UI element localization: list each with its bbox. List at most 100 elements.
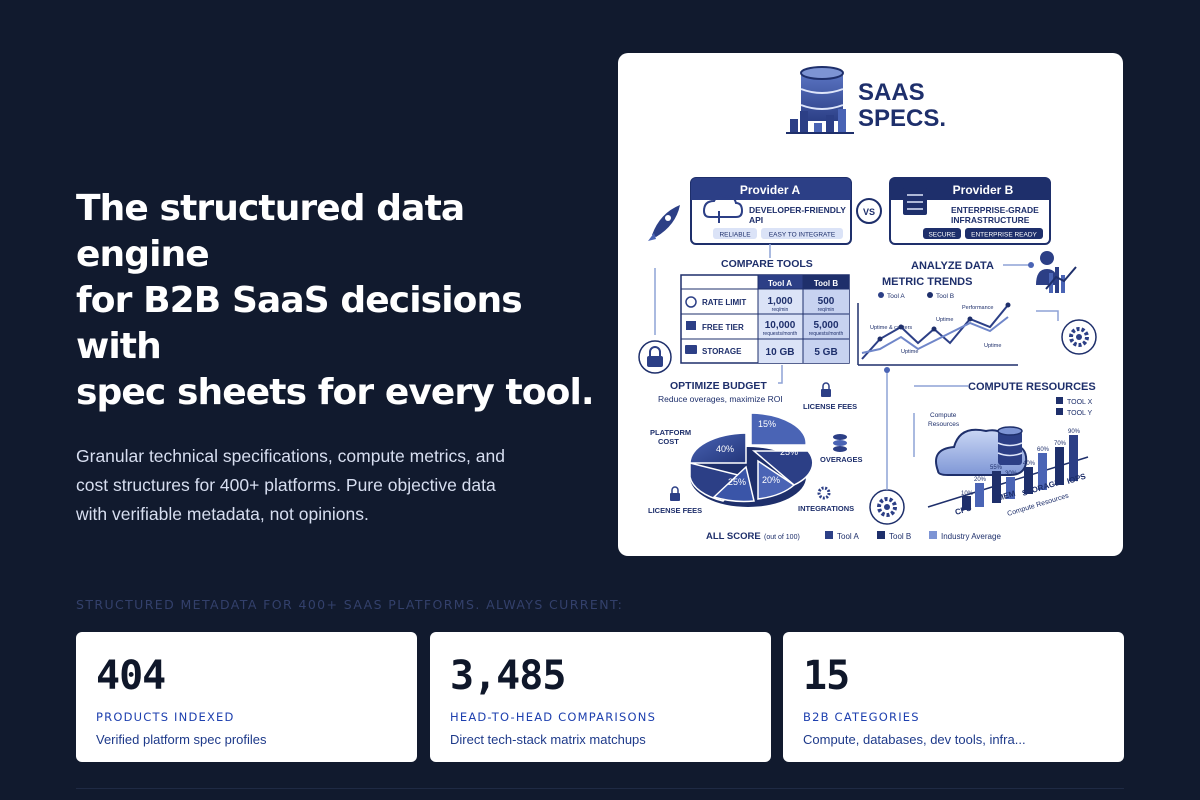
cloud-database-icon	[935, 426, 1028, 476]
provider-b-tag: SECURE	[928, 232, 956, 239]
compare-row-label: STORAGE	[702, 347, 742, 356]
provider-a-tag: EASY TO INTEGRATE	[769, 232, 836, 239]
stat-value: 3,485	[450, 653, 566, 699]
hero-title: The structured data engine for B2B SaaS …	[76, 186, 596, 416]
compute-cloud-label: Resources	[928, 421, 960, 428]
divider	[76, 788, 1124, 789]
provider-a-desc: DEVELOPER-FRIENDLY	[749, 205, 846, 215]
provider-a-card	[690, 177, 852, 245]
stat-card-products: 404 PRODUCTS INDEXED Verified platform s…	[76, 632, 417, 762]
gear-icon	[817, 486, 831, 500]
stat-label: B2B CATEGORIES	[803, 710, 920, 724]
analytics-person-icon	[1036, 251, 1077, 293]
hero-title-line: for B2B SaaS decisions with	[76, 280, 523, 367]
budget-title: OPTIMIZE BUDGET	[670, 380, 767, 392]
storage-icon	[685, 345, 697, 354]
bar-value-label: 10%	[961, 491, 974, 497]
stat-card-categories: 15 B2B CATEGORIES Compute, databases, de…	[783, 632, 1124, 762]
trend-label: Uptime & canters	[870, 325, 912, 331]
hero-title-line: The structured data engine	[76, 188, 465, 275]
provider-a-title: Provider A	[740, 183, 801, 197]
budget-pie-chart	[689, 412, 814, 507]
compare-cell-unit: req/min	[772, 307, 789, 313]
stat-label: HEAD-TO-HEAD COMPARISONS	[450, 710, 657, 724]
metric-trends-chart	[857, 302, 1018, 366]
server-icon	[903, 187, 927, 215]
pie-slice-label: 15%	[758, 419, 776, 429]
compare-cell-unit: requests/month	[763, 331, 798, 337]
stat-description: Verified platform spec profiles	[96, 732, 267, 747]
compute-title: COMPUTE RESOURCES	[968, 381, 1096, 393]
hero-subtitle: Granular technical specifications, compu…	[76, 442, 566, 529]
compare-cell: 10,000	[765, 320, 796, 331]
compare-col-a: Tool A	[768, 279, 792, 288]
provider-b-title: Provider B	[953, 183, 1014, 197]
compare-cell: 5,000	[813, 320, 838, 331]
gauge-icon	[685, 296, 697, 308]
stat-card-comparisons: 3,485 HEAD-TO-HEAD COMPARISONS Direct te…	[430, 632, 771, 762]
compare-row-label: RATE LIMIT	[702, 298, 746, 307]
compare-table	[680, 274, 850, 364]
compare-cell: 1,000	[767, 296, 792, 307]
rocket-icon	[648, 205, 680, 241]
pie-slice-label: 20%	[762, 475, 780, 485]
provider-b-desc: INFRASTRUCTURE	[951, 215, 1030, 225]
bar-value-label: 40%	[1023, 461, 1036, 467]
hero-illustration: SAAS SPECS. Provider A DEVELOPER-FRIENDL…	[618, 53, 1123, 556]
legend-tool-a: Tool A	[887, 293, 905, 300]
hero-subtitle-line: with verifiable metadata, not opinions.	[76, 504, 369, 524]
pie-slice-label: 25%	[728, 477, 746, 487]
bar-value-label: 30%	[1005, 471, 1018, 477]
illustration-svg: SAAS SPECS. Provider A DEVELOPER-FRIENDL…	[638, 66, 1097, 542]
pie-category-label: PLATFORM	[650, 428, 691, 437]
stat-value: 404	[96, 653, 166, 699]
budget-subtitle: Reduce overages, maximize ROI	[658, 394, 783, 404]
pie-category-label: INTEGRATIONS	[798, 504, 854, 513]
compare-col-b: Tool B	[814, 279, 839, 288]
provider-a-desc: API	[749, 215, 763, 225]
stat-description: Compute, databases, dev tools, infra...	[803, 732, 1026, 747]
cloud-upload-icon	[702, 194, 744, 218]
stat-label: PRODUCTS INDEXED	[96, 710, 235, 724]
compare-cell: 10 GB	[766, 347, 795, 358]
compare-cell-unit: req/min	[818, 307, 835, 313]
pie-slice-label: 25%	[780, 447, 798, 457]
legend-tool-x: TOOL X	[1067, 399, 1093, 406]
hero-section: The structured data engine for B2B SaaS …	[76, 186, 596, 529]
bar-value-label: 55%	[990, 465, 1003, 471]
hero-title-line: spec sheets for every tool.	[76, 372, 595, 413]
bar-value-label: 60%	[1037, 447, 1050, 453]
score-legend-item: Tool B	[889, 532, 911, 541]
provider-b-desc: ENTERPRISE-GRADE	[951, 205, 1039, 215]
compute-bar-chart	[927, 435, 1089, 510]
provider-a-tag: RELIABLE	[719, 232, 751, 239]
provider-b-tag: ENTERPRISE READY	[971, 232, 1037, 239]
legend-tool-y: TOOL Y	[1067, 410, 1092, 417]
coins-icon	[833, 434, 847, 452]
trend-label: Uptime	[936, 317, 953, 323]
gift-icon	[686, 321, 696, 330]
trend-label: Uptime	[901, 349, 918, 355]
score-label: ALL SCORE	[706, 531, 761, 542]
stat-description: Direct tech-stack matrix matchups	[450, 732, 646, 747]
trend-label: Uptime	[984, 343, 1001, 349]
compute-category: CPU	[954, 503, 973, 517]
logo-database-icon	[786, 66, 854, 134]
bar-value-label: 70%	[1054, 441, 1067, 447]
bar-value-label: 90%	[1068, 429, 1081, 435]
vs-badge	[856, 198, 882, 224]
compare-cell: 5 GB	[814, 347, 837, 358]
compare-title: COMPARE TOOLS	[721, 258, 813, 270]
bar-value-label: 20%	[974, 477, 987, 483]
hero-subtitle-line: Granular technical specifications, compu…	[76, 446, 505, 466]
lock-icon	[670, 486, 680, 501]
gear-icon	[869, 489, 905, 525]
compare-cell: 500	[818, 296, 835, 307]
pie-category-label: OVERAGES	[820, 455, 863, 464]
lock-icon	[638, 340, 672, 374]
score-note: (out of 100)	[764, 534, 800, 541]
pie-category-label: COST	[658, 437, 679, 446]
score-legend-item: Industry Average	[941, 532, 1001, 541]
stat-value: 15	[803, 653, 850, 699]
hero-subtitle-line: cost structures for 400+ platforms. Pure…	[76, 475, 496, 495]
